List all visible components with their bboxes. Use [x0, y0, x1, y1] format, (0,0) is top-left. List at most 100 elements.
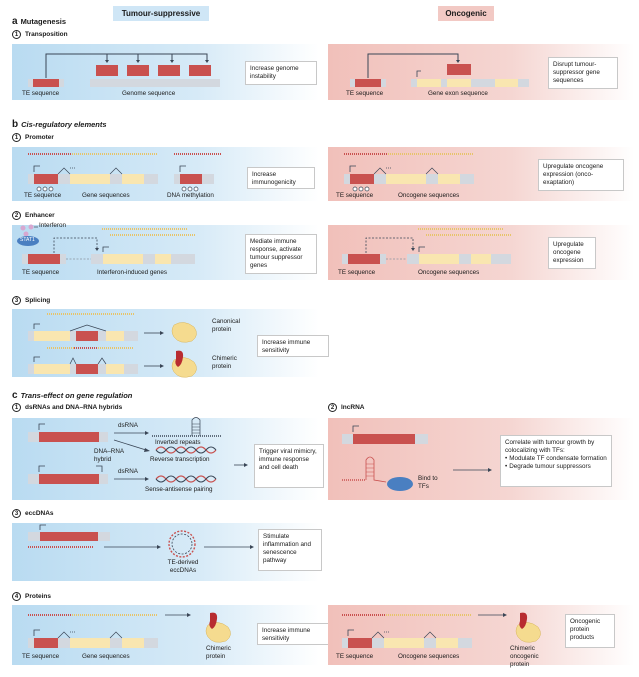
dna-rna-hybrid-label: DNA–RNA hybrid — [94, 448, 124, 463]
outcome-bullet: •Modulate TF condensate formation — [505, 454, 607, 462]
outcome-box: Stimulate inflammation and senescence pa… — [258, 529, 322, 571]
column-header-oncogenic: Oncogenic — [438, 6, 494, 21]
outcome-bullet: •Degrade tumour suppressors — [505, 462, 591, 470]
sense-antisense-pairing-label: Sense-antisense pairing — [145, 486, 213, 493]
chimeric-oncogenic-protein-label: Chimeric oncogenic protein — [510, 645, 539, 668]
outcome-box: Increase immunogenicity — [247, 167, 315, 189]
subsection-eccdnas: 3 eccDNAs — [12, 509, 54, 518]
te-sequence-label: TE sequence — [24, 192, 62, 199]
te-sequence-label: TE sequence — [336, 653, 374, 660]
subsection-title: eccDNAs — [25, 510, 54, 517]
transposition-onc-diagram — [350, 53, 529, 87]
te-sequence-label: TE sequence — [338, 269, 376, 276]
lncrna-onc-diagram — [342, 425, 492, 491]
outcome-bullet-text: Degrade tumour suppressors — [509, 462, 591, 470]
hairpin-icon — [191, 417, 201, 436]
outcome-box: Upregulate oncogene expression (onco-exa… — [538, 159, 624, 191]
subsection-title: dsRNAs and DNA–RNA hybrids — [25, 404, 123, 411]
stat1-label: STAT1 — [20, 237, 35, 243]
outcome-intro: Correlate with tumour growth by colocali… — [505, 439, 595, 454]
outcome-box: Increase genome instability — [245, 61, 317, 85]
enhancer-ts-diagram — [17, 224, 196, 264]
subsection-title: lncRNA — [341, 404, 365, 411]
oncogene-sequences-label: Oncogene sequences — [418, 269, 480, 276]
genome-sequence-label: Genome sequence — [122, 90, 176, 97]
promoter-onc-diagram — [344, 153, 474, 192]
panel-eccdna-ts: TE-derived eccDNAs Stimulate inflammatio… — [12, 523, 322, 581]
te-sequence-label: TE sequence — [22, 653, 60, 660]
canonical-protein-label: Canonical protein — [212, 318, 241, 333]
step-number: 2 — [328, 403, 337, 412]
chimeric-protein-label: Chimeric protein — [206, 645, 231, 660]
te-sequence-label: TE sequence — [22, 90, 60, 97]
gene-sequences-label: Gene sequences — [82, 653, 130, 660]
canonical-protein-icon — [171, 322, 197, 343]
panel-promoter-onc: TE sequence Oncogene sequences Upregulat… — [328, 147, 634, 201]
section-letter: b — [12, 119, 19, 130]
step-number: 1 — [12, 30, 21, 39]
gene-sequences-label: Gene sequences — [82, 192, 130, 199]
interferon-label: Interferon — [39, 222, 66, 229]
te-sequence-block — [355, 79, 381, 87]
subsection-dsrna: 1 dsRNAs and DNA–RNA hybrids — [12, 403, 122, 412]
panel-dsrna-ts: dsRNA DNA–RNA hybrid dsRNA Inverted repe… — [12, 417, 324, 500]
stat1-icon — [17, 236, 39, 246]
te-sequence-label: TE sequence — [346, 90, 384, 97]
enhancer-onc-diagram — [342, 228, 512, 264]
te-sequence-label: TE sequence — [336, 192, 374, 199]
te-sequence-label: TE sequence — [22, 269, 60, 276]
interferon-icon — [20, 224, 34, 237]
tf-icon — [387, 477, 413, 491]
panel-splicing-ts: Canonical protein Chimeric protein Incre… — [12, 309, 329, 378]
panel-lncrna-onc: Bind to TFs Correlate with tumour growth… — [328, 418, 634, 500]
subsection-title: Splicing — [25, 297, 51, 304]
inserted-te-copy — [447, 64, 471, 75]
section-title-text: Cis-regulatory elements — [21, 120, 107, 129]
panel-enhancer-ts: Interferon STAT1 TE sequence Interferon-… — [12, 222, 319, 280]
outcome-box: Upregulate oncogene expression — [548, 237, 596, 269]
dsrna-ts-diagram — [28, 417, 248, 484]
panel-proteins-onc: TE sequence Oncogene sequences Chimeric … — [328, 605, 634, 668]
panel-promoter-ts: TE sequence Gene sequences DNA methylati… — [12, 147, 319, 201]
step-number: 1 — [12, 403, 21, 412]
subsection-transposition: 1 Transposition — [12, 30, 68, 39]
outcome-box: Increase immune sensitivity — [257, 623, 329, 645]
inserted-te-copies — [96, 65, 211, 76]
column-header-tumour-suppressive: Tumour-suppressive — [113, 6, 209, 21]
outcome-box: Increase immune sensitivity — [257, 335, 329, 357]
subsection-title: Enhancer — [25, 212, 55, 219]
bind-to-tfs-label: Bind to TFs — [418, 475, 438, 490]
transposition-ts-diagram — [28, 53, 220, 87]
panel-proteins-ts: TE sequence Gene sequences Chimeric prot… — [12, 605, 329, 665]
subsection-lncrna: 2 lncRNA — [328, 403, 364, 412]
step-number: 3 — [12, 509, 21, 518]
outcome-bullet-text: Modulate TF condensate formation — [509, 454, 607, 462]
inverted-repeats-label: Inverted repeats — [155, 439, 201, 446]
outcome-box: Correlate with tumour growth by colocali… — [500, 435, 612, 487]
subsection-title: Promoter — [25, 134, 54, 141]
dna-methylation-label: DNA methylation — [167, 192, 214, 199]
lncrna-hairpin-icon — [365, 456, 387, 483]
te-derived-eccdnas-label: TE-derived eccDNAs — [167, 559, 199, 574]
oncogene-sequences-label: Oncogene sequences — [398, 653, 460, 660]
dsrna-label-2: dsRNA — [118, 468, 138, 475]
proteins-ts-diagram — [28, 612, 231, 648]
proteins-onc-diagram — [342, 612, 541, 648]
subsection-title: Transposition — [25, 31, 68, 38]
step-number: 1 — [12, 133, 21, 142]
panel-transposition-onc: TE sequence Gene exon sequence Disrupt t… — [328, 44, 634, 100]
promoter-ts-diagram — [28, 153, 222, 192]
step-number: 4 — [12, 592, 21, 601]
interferon-induced-genes-label: Interferon-induced genes — [97, 269, 168, 276]
te-sequence-block — [33, 79, 59, 87]
insertion-arrowheads — [105, 60, 209, 63]
section-title-text: Mutagenesis — [20, 17, 66, 26]
splicing-ts-diagram — [28, 313, 197, 378]
section-letter: a — [12, 16, 18, 27]
